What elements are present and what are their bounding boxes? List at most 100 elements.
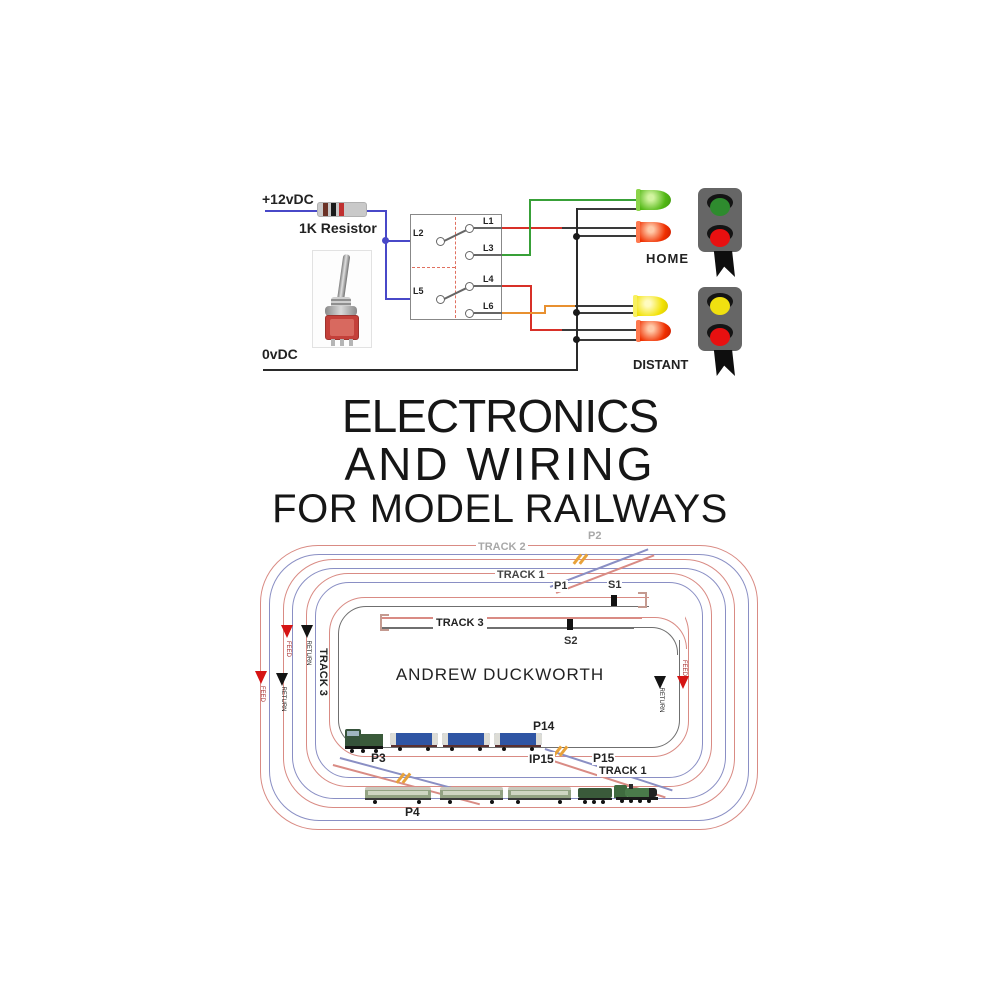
insulated-joint-icon [552, 745, 568, 757]
supply-positive-label: +12vDC [262, 191, 314, 207]
p14-label: P14 [532, 719, 556, 733]
wire-green-3 [529, 199, 637, 201]
home-signal-green-lamp [710, 198, 730, 216]
terminal-l1-label: L1 [483, 216, 494, 226]
home-signal-icon [698, 188, 742, 280]
track1-top-label: TRACK 1 [495, 569, 547, 581]
junction-dot [573, 309, 580, 316]
wire-orange-3 [544, 305, 577, 307]
track2-inner-rail [269, 554, 749, 821]
resistor-band-red [339, 203, 344, 216]
feed-arrow-icon [281, 625, 293, 638]
wire-red-distant-3 [530, 329, 563, 331]
s2-switch-marker [567, 619, 573, 630]
switch-pin [331, 339, 335, 346]
green-led-lead [577, 208, 637, 210]
home-red-led-lead-a [562, 227, 637, 229]
freight-train [343, 727, 545, 755]
blue-junction-dot [382, 237, 389, 244]
return-arrow-icon [276, 673, 288, 686]
wire-orange-1 [502, 312, 546, 314]
wire-orange-2 [544, 305, 546, 314]
freight-wagon [390, 733, 438, 751]
toggle-switch-photo [312, 250, 372, 348]
feed-arrow-icon [255, 671, 267, 684]
passenger-coach [508, 787, 571, 804]
switch-lever [337, 253, 351, 301]
terminal-l5 [436, 295, 445, 304]
ip15-label: IP15 [528, 752, 555, 766]
terminal-l5-label: L5 [413, 286, 424, 296]
track2-label: TRACK 2 [476, 541, 528, 553]
wire-12v-drop [385, 210, 387, 300]
passenger-train [363, 784, 663, 806]
resistor-band-brown [323, 203, 328, 216]
wire-red-distant-2 [530, 285, 532, 331]
distant-signal-label: DISTANT [633, 357, 689, 372]
wire-red-distant-1 [502, 285, 532, 287]
junction-dot [573, 336, 580, 343]
stub-l3 [474, 254, 502, 256]
switch-nut [325, 306, 357, 316]
terminal-l4 [465, 282, 474, 291]
s1-switch-marker [611, 595, 617, 606]
terminal-l2 [436, 237, 445, 246]
loop3-inner-rail [315, 582, 703, 778]
distant-red-led-lead-b [577, 339, 637, 341]
home-signal-red-lamp [710, 229, 730, 247]
switch-pin [349, 339, 353, 346]
steam-loco-tender [578, 788, 612, 804]
freight-wagon [442, 733, 490, 751]
s1-label: S1 [607, 579, 623, 591]
junction-dot [573, 233, 580, 240]
p2-label: P2 [586, 530, 604, 542]
track3-buffer-serif [381, 629, 389, 631]
p15-label: P15 [592, 751, 616, 765]
terminal-l6-label: L6 [483, 301, 494, 311]
home-signal-ribbon [713, 251, 735, 277]
terminal-l6 [465, 309, 474, 318]
resistor-band-black [331, 203, 336, 216]
yellow-led-lead-a [575, 305, 635, 307]
switch-pin [340, 339, 344, 346]
s2-label: S2 [563, 635, 579, 647]
rail-0v [263, 369, 578, 371]
stub-l6 [474, 312, 502, 314]
p4-label: P4 [405, 805, 420, 819]
track3-siding-rail-dark [382, 627, 634, 629]
track3-buffer-serif [381, 614, 389, 616]
resistor-label: 1K Resistor [299, 220, 377, 236]
p3-label: P3 [371, 751, 386, 765]
steam-locomotive [614, 784, 660, 804]
insulated-joint-icon [572, 553, 588, 565]
wire-green-1 [502, 254, 531, 256]
return-arrow-icon [654, 676, 666, 689]
author-name: ANDREW DUCKWORTH [395, 665, 605, 684]
feed-arrow-icon [677, 676, 689, 689]
p1-buffer-serif [638, 592, 646, 594]
switch-dashed-divider-h [412, 267, 455, 268]
track1-bottom-label: TRACK 1 [597, 765, 649, 777]
stub-l4 [474, 285, 502, 287]
p1-buffer-stop [645, 592, 647, 608]
distant-signal-icon [698, 287, 742, 379]
terminal-l3-label: L3 [483, 243, 494, 253]
wire-red-home [502, 227, 563, 229]
home-signal-label: HOME [646, 251, 689, 266]
distant-red-led-lead-a [562, 329, 637, 331]
passenger-coach [440, 787, 503, 804]
track3-siding-label: TRACK 3 [433, 617, 487, 629]
track3-buffer-stop [380, 614, 382, 631]
distant-signal-red-lamp [710, 328, 730, 346]
switch-body-face [330, 319, 354, 336]
terminal-l4-label: L4 [483, 274, 494, 284]
title-line-2: AND WIRING [344, 438, 656, 490]
distant-red-led-icon [636, 320, 672, 342]
terminal-l1 [465, 224, 474, 233]
green-led-icon [636, 189, 672, 211]
terminal-l3 [465, 251, 474, 260]
freight-wagon [494, 733, 542, 751]
return-bus [576, 208, 578, 371]
switch-dashed-divider-v [455, 217, 456, 318]
